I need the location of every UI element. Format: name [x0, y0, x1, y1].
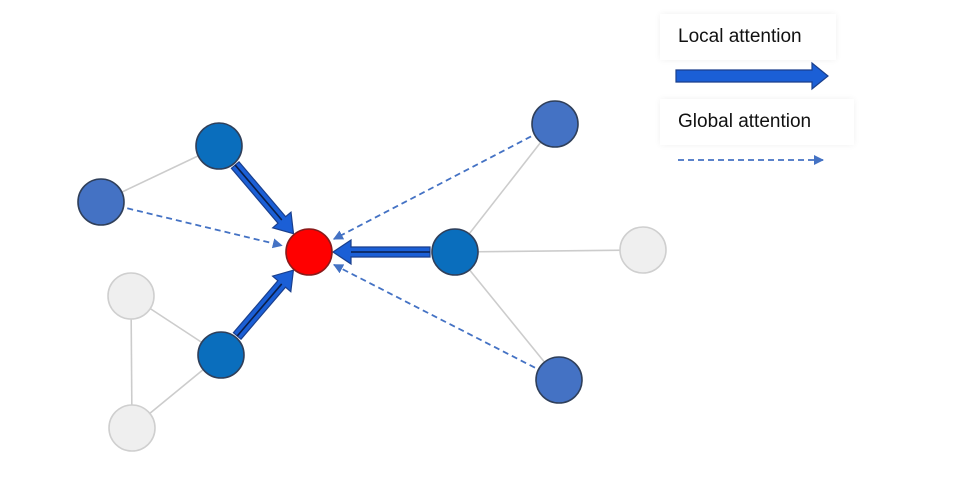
- graph-edge: [454, 123, 556, 253]
- local-attention-arrow-core: [234, 164, 283, 221]
- graph-edge: [454, 249, 644, 253]
- nodes-layer: [77, 100, 667, 452]
- graph-edge: [454, 251, 560, 381]
- legend-local-label: Local attention: [678, 26, 802, 47]
- target-node-target: [285, 228, 333, 276]
- local-node-n-right-center: [431, 228, 479, 276]
- global-attention-arrow: [127, 207, 283, 249]
- inactive-node-n-gray-top: [107, 272, 155, 320]
- global-node-n-far-left: [77, 178, 125, 226]
- global-node-n-top-right: [531, 100, 579, 148]
- local-attention-arrow-core: [236, 283, 283, 337]
- local-node-n-upper-left: [195, 122, 243, 170]
- legend-local-box: Local attention: [660, 14, 836, 60]
- global-attention-arrow: [332, 135, 532, 240]
- global-node-n-bottom-right: [535, 356, 583, 404]
- inactive-node-n-gray-bottom: [108, 404, 156, 452]
- legend-global-label: Global attention: [678, 111, 812, 132]
- local-attention-layer: [230, 160, 431, 341]
- legend-global-box: Global attention: [660, 99, 854, 145]
- global-attention-arrow: [333, 263, 536, 369]
- inactive-node-n-gray-right: [619, 226, 667, 274]
- legend-local-arrow-icon: [675, 61, 829, 91]
- global-attention-layer: [127, 135, 536, 369]
- local-node-n-lower-left: [197, 331, 245, 379]
